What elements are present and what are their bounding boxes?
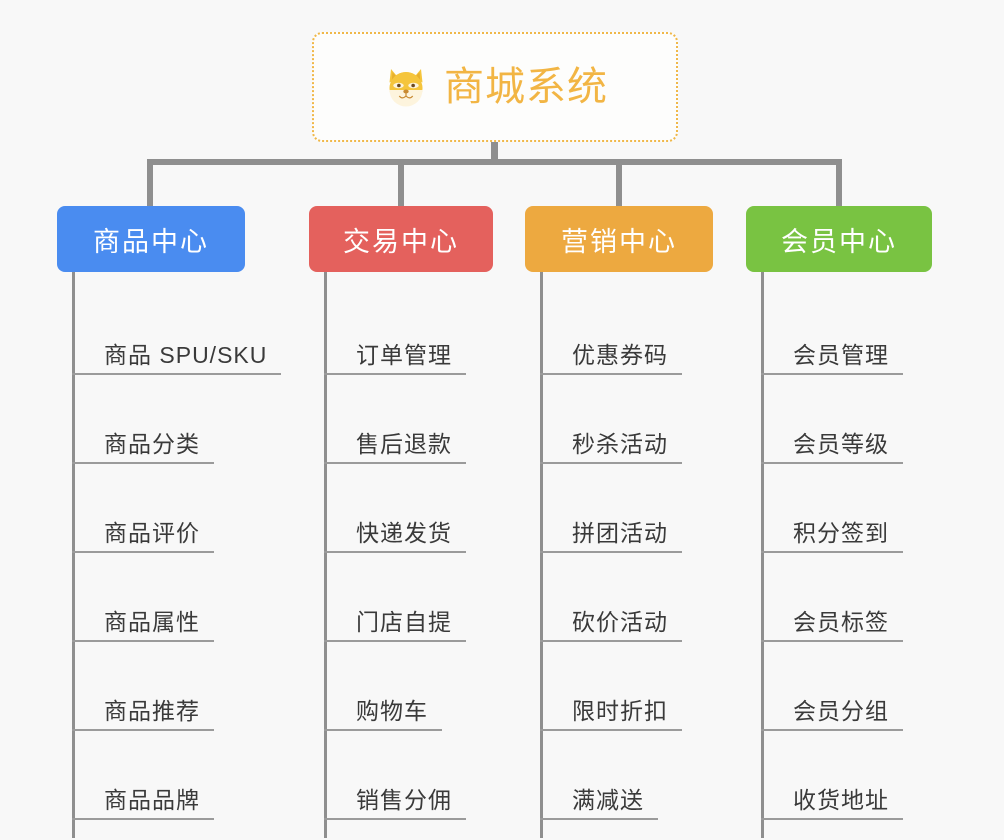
category-header-marketing-center[interactable]: 营销中心	[525, 206, 713, 272]
list-item[interactable]: 拼团活动	[540, 464, 713, 553]
leaf-label: 商品品牌	[72, 787, 214, 820]
list-item[interactable]: 积分签到	[761, 464, 932, 553]
leaf-label: 销售分佣	[324, 787, 466, 820]
list-item[interactable]: 会员等级	[761, 375, 932, 464]
category-label: 交易中心	[343, 226, 459, 257]
category-label: 会员中心	[781, 226, 897, 257]
category-header-product-center[interactable]: 商品中心	[57, 206, 245, 272]
shiba-dog-face-icon	[382, 63, 430, 111]
list-item[interactable]: 商品 SPU/SKU	[72, 286, 282, 375]
list-item[interactable]: 会员分组	[761, 642, 932, 731]
connector-horizontal-bus	[147, 159, 842, 165]
list-item[interactable]: 秒杀活动	[540, 375, 713, 464]
leaf-list-marketing-center: 优惠券码 秒杀活动 拼团活动 砍价活动 限时折扣 满减送	[540, 272, 713, 838]
leaf-label: 会员标签	[761, 609, 903, 642]
leaf-label: 收货地址	[761, 787, 903, 820]
leaf-label: 拼团活动	[540, 520, 682, 553]
list-item[interactable]: 商品品牌	[72, 731, 245, 820]
list-item[interactable]: 优惠券码	[540, 286, 713, 375]
list-item[interactable]: 销售分佣	[324, 731, 493, 820]
connector-drop-1	[147, 159, 153, 207]
list-item[interactable]: 商品推荐	[72, 642, 245, 731]
list-item[interactable]: 售后退款	[324, 375, 493, 464]
category-header-member-center[interactable]: 会员中心	[746, 206, 932, 272]
leaf-label: 砍价活动	[540, 609, 682, 642]
leaf-label: 商品评价	[72, 520, 214, 553]
list-item[interactable]: 限时折扣	[540, 642, 713, 731]
category-header-trade-center[interactable]: 交易中心	[309, 206, 493, 272]
list-item[interactable]: 商品属性	[72, 553, 245, 642]
leaf-label: 满减送	[540, 787, 658, 820]
list-item[interactable]: 订单管理	[324, 286, 493, 375]
leaf-list-product-center: 商品 SPU/SKU 商品分类 商品评价 商品属性 商品推荐 商品品牌	[72, 272, 282, 838]
connector-drop-2	[398, 159, 404, 207]
leaf-label: 订单管理	[324, 342, 466, 375]
leaf-label: 快递发货	[324, 520, 466, 553]
leaf-label: 商品属性	[72, 609, 214, 642]
leaf-label: 积分签到	[761, 520, 903, 553]
branch-trade-center: 交易中心 订单管理 售后退款 快递发货 门店自提 购物车 销售分佣	[309, 206, 493, 838]
connector-drop-4	[836, 159, 842, 207]
leaf-label: 售后退款	[324, 431, 466, 464]
leaf-label: 门店自提	[324, 609, 466, 642]
branch-marketing-center: 营销中心 优惠券码 秒杀活动 拼团活动 砍价活动 限时折扣 满减送	[525, 206, 713, 838]
list-item[interactable]: 满减送	[540, 731, 713, 820]
leaf-label: 商品 SPU/SKU	[72, 342, 282, 375]
leaf-label: 购物车	[324, 698, 442, 731]
leaf-label: 会员管理	[761, 342, 903, 375]
list-item[interactable]: 门店自提	[324, 553, 493, 642]
leaf-label: 会员分组	[761, 698, 903, 731]
category-label: 营销中心	[561, 226, 677, 257]
root-node-shop-system[interactable]: 商城系统	[312, 32, 678, 142]
list-item[interactable]: 商品分类	[72, 375, 245, 464]
list-item[interactable]: 会员管理	[761, 286, 932, 375]
leaf-label: 限时折扣	[540, 698, 682, 731]
leaf-list-member-center: 会员管理 会员等级 积分签到 会员标签 会员分组 收货地址	[761, 272, 932, 838]
root-node-title: 商城系统	[444, 65, 608, 109]
leaf-label: 商品分类	[72, 431, 214, 464]
list-item[interactable]: 会员标签	[761, 553, 932, 642]
list-item[interactable]: 购物车	[324, 642, 493, 731]
category-label: 商品中心	[93, 226, 209, 257]
list-item[interactable]: 快递发货	[324, 464, 493, 553]
list-item[interactable]: 砍价活动	[540, 553, 713, 642]
list-item[interactable]: 收货地址	[761, 731, 932, 820]
leaf-label: 秒杀活动	[540, 431, 682, 464]
branch-product-center: 商品中心 商品 SPU/SKU 商品分类 商品评价 商品属性 商品推荐 商品品牌	[57, 206, 282, 838]
branch-member-center: 会员中心 会员管理 会员等级 积分签到 会员标签 会员分组 收货地址	[746, 206, 932, 838]
leaf-label: 会员等级	[761, 431, 903, 464]
connector-root-stem	[491, 142, 498, 164]
connector-drop-3	[616, 159, 622, 207]
leaf-list-trade-center: 订单管理 售后退款 快递发货 门店自提 购物车 销售分佣	[324, 272, 493, 838]
list-item[interactable]: 商品评价	[72, 464, 245, 553]
leaf-label: 商品推荐	[72, 698, 214, 731]
leaf-label: 优惠券码	[540, 342, 682, 375]
